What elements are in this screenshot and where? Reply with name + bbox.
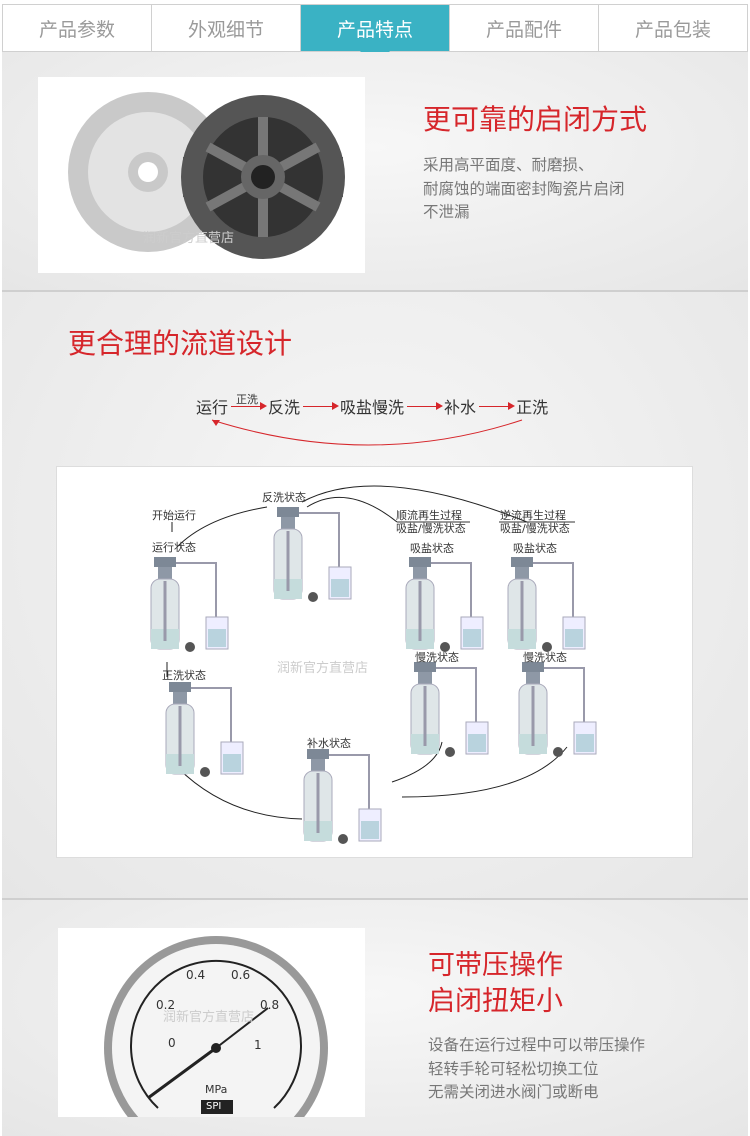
gauge-tick: 0.4	[186, 968, 206, 982]
tab-accessories[interactable]: 产品配件	[450, 5, 599, 51]
description: 设备在运行过程中可以带压操作 轻转手轮可轻松切换工位 无需关闭进水阀门或断电	[428, 1034, 645, 1105]
label-run: 运行状态	[152, 541, 196, 554]
softener-tank-icon	[405, 557, 484, 652]
description-line: 无需关闭进水阀门或断电	[428, 1083, 599, 1101]
label-slow-rinse: 慢洗状态	[523, 651, 567, 664]
diagram-graphics	[150, 485, 597, 844]
title-line: 启闭扭矩小	[428, 986, 563, 1017]
label-salt: 吸盐状态	[513, 542, 557, 555]
tab-packaging[interactable]: 产品包装	[634, 18, 711, 41]
arrow-icon	[479, 401, 516, 410]
softener-tank-icon	[303, 749, 382, 844]
label-co-flow-sub: 吸盐/慢洗状态	[396, 522, 466, 535]
divider	[2, 898, 748, 900]
arrow-icon	[303, 401, 340, 410]
softener-tank-icon	[518, 662, 597, 757]
flow-sequence: 运行 正洗 反洗 吸盐慢洗 补水 正洗	[196, 393, 549, 418]
softener-tank-icon	[507, 557, 586, 652]
flow-step: 反洗	[268, 398, 301, 417]
gauge-tick: 0.8	[260, 998, 280, 1012]
gauge-tick: 0.6	[231, 968, 251, 982]
watermark: 润新官方直营店	[143, 231, 235, 246]
description-line: 采用高平面度、耐磨损、	[423, 156, 594, 174]
description-line: 轻转手轮可轻松切换工位	[428, 1059, 599, 1078]
flow-step: 补水	[444, 398, 477, 417]
pressure-gauge-image: 0 0.2 0.4 0.6 0.8 1 MPa SPI 润新官方直营店	[58, 928, 365, 1117]
description-line: 设备在运行过程中可以带压操作	[428, 1036, 646, 1054]
watermark: 润新官方直营店	[277, 661, 369, 676]
tab-product-params[interactable]: 产品参数	[3, 5, 152, 51]
flow-diagram: 开始运行 运行状态 反洗状态 顺流再生过程 吸盐/慢洗状态 逆流再生过程 吸盐/…	[56, 466, 693, 858]
tab-appearance-details[interactable]: 外观细节	[152, 5, 301, 51]
gauge-brand: SPI	[206, 1101, 222, 1112]
flow-step: 吸盐慢洗	[340, 398, 405, 417]
section-title: 更可靠的启闭方式	[423, 103, 648, 136]
label-backwash: 反洗状态	[262, 491, 306, 504]
arrow-label: 正洗	[236, 392, 259, 406]
divider	[2, 290, 748, 292]
section-title: 更合理的流道设计	[68, 327, 293, 360]
gauge-unit: MPa	[205, 1083, 228, 1096]
title-line: 可带压操作	[428, 950, 563, 981]
watermark: 润新官方直营店	[163, 1010, 255, 1025]
ceramic-disc-icon	[68, 92, 345, 259]
label-counter-flow: 逆流再生过程	[500, 509, 566, 522]
softener-tank-icon	[273, 507, 352, 602]
flow-step: 正洗	[516, 398, 549, 417]
softener-tank-icon	[410, 662, 489, 757]
label-refill: 补水状态	[307, 737, 351, 750]
gauge-tick: 0	[168, 1036, 176, 1050]
return-arrow-icon	[211, 419, 523, 446]
pressure-gauge-icon	[104, 936, 328, 1117]
softener-tank-icon	[150, 557, 229, 652]
gauge-tick: 0.2	[156, 998, 176, 1012]
description: 采用高平面度、耐磨损、 耐腐蚀的端面密封陶瓷片启闭 不泄漏	[423, 154, 625, 225]
arrow-icon	[407, 401, 444, 410]
label-counter-flow-sub: 吸盐/慢洗状态	[500, 522, 570, 535]
label-co-flow: 顺流再生过程	[396, 509, 462, 522]
description-line: 耐腐蚀的端面密封陶瓷片启闭	[423, 179, 625, 198]
arrow-icon: 正洗	[231, 393, 268, 410]
label-rinse: 正洗状态	[162, 669, 206, 682]
ceramic-disc-image: 润新官方直营店	[38, 77, 365, 273]
section-title: 可带压操作 启闭扭矩小	[428, 948, 563, 1020]
label-start: 开始运行	[152, 509, 196, 522]
softener-tank-icon	[165, 682, 244, 777]
description-line: 不泄漏	[423, 203, 470, 221]
label-slow-rinse: 慢洗状态	[415, 651, 459, 664]
label-salt: 吸盐状态	[410, 542, 454, 555]
gauge-tick: 1	[254, 1038, 262, 1052]
flow-step: 运行	[196, 398, 229, 417]
